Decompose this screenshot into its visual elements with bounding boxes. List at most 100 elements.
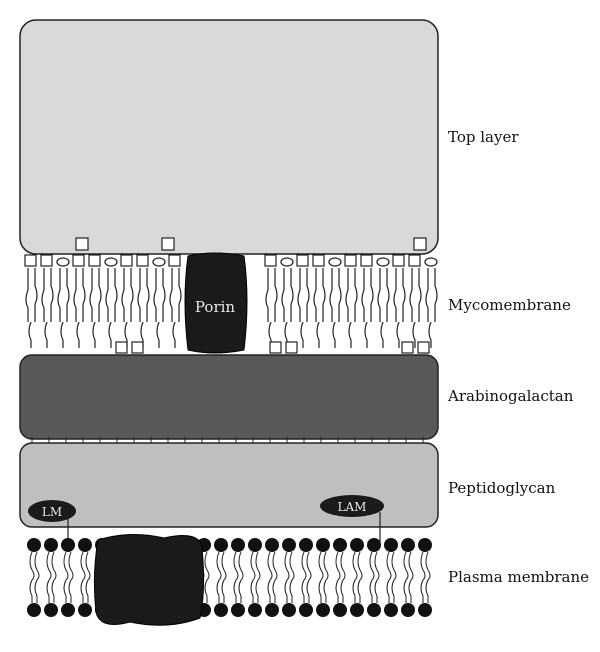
phospholipid-tail bbox=[391, 579, 395, 603]
mycolic-acid-tail bbox=[313, 268, 317, 322]
mycolic-acid-tail bbox=[290, 268, 294, 322]
lipid-head-square bbox=[264, 254, 277, 267]
phospholipid-tail bbox=[318, 551, 324, 581]
glycolipid-head bbox=[376, 257, 390, 267]
phospholipid-head bbox=[214, 603, 228, 617]
phospholipid-tail bbox=[318, 579, 322, 603]
phospholipid-tail bbox=[408, 579, 412, 603]
phospholipid-tail bbox=[272, 579, 276, 603]
phospholipid-tail bbox=[80, 551, 86, 581]
lipid-tail bbox=[44, 321, 48, 348]
phospholipid-head bbox=[44, 603, 58, 617]
lipid-head-square bbox=[24, 254, 37, 267]
lipid-head-square bbox=[401, 341, 414, 354]
phospholipid-tail bbox=[374, 579, 378, 603]
phospholipid-tail bbox=[233, 579, 237, 603]
mycolic-acid-tail bbox=[377, 268, 381, 322]
phospholipid-tail bbox=[352, 551, 358, 581]
phospholipid-tail bbox=[357, 551, 363, 581]
phospholipid-head bbox=[350, 538, 364, 552]
phospholipid-tail bbox=[255, 579, 259, 603]
phospholipid-tail bbox=[221, 551, 227, 581]
phospholipid-head bbox=[61, 603, 75, 617]
phospholipid-tail bbox=[386, 551, 392, 581]
lipid-tail bbox=[348, 321, 352, 348]
label-top-layer: Top layer bbox=[448, 128, 519, 146]
phospholipid-head bbox=[78, 603, 92, 617]
lipid-head-square bbox=[296, 254, 309, 267]
mycolic-acid-tail bbox=[34, 268, 38, 322]
mycolic-acid-tail bbox=[338, 268, 342, 322]
mycolic-acid-tail bbox=[418, 268, 422, 322]
mycolic-acid-tail bbox=[137, 268, 141, 322]
lipid-tail bbox=[124, 321, 128, 348]
phospholipid-tail bbox=[29, 579, 33, 603]
porin-protein bbox=[184, 252, 248, 354]
mycolic-acid-tail bbox=[25, 268, 29, 322]
mycolic-acid-tail bbox=[82, 268, 86, 322]
lipid-tail bbox=[428, 321, 432, 348]
phospholipid-tail bbox=[85, 579, 89, 603]
glycolipid-head bbox=[424, 257, 438, 267]
mycolic-acid-tail bbox=[361, 268, 365, 322]
phospholipid-head bbox=[61, 538, 75, 552]
mycomembrane-lipids bbox=[24, 237, 438, 354]
lipid-head-square bbox=[136, 254, 149, 267]
phospholipid-tail bbox=[369, 551, 375, 581]
phospholipid-tail bbox=[51, 551, 57, 581]
phospholipid-tail bbox=[340, 579, 344, 603]
phospholipid-tail bbox=[216, 579, 220, 603]
lipid-head-square bbox=[285, 341, 298, 354]
phospholipid-tail bbox=[284, 579, 288, 603]
peptidoglycan-block bbox=[19, 442, 439, 528]
phospholipid-head bbox=[248, 538, 262, 552]
phospholipid-head bbox=[27, 603, 41, 617]
lipid-tail bbox=[60, 321, 64, 348]
phospholipid-tail bbox=[340, 551, 346, 581]
lipid-head-square bbox=[88, 254, 101, 267]
glycolipid-head bbox=[152, 257, 166, 267]
phospholipid-tail bbox=[204, 579, 208, 603]
phospholipid-head bbox=[265, 603, 279, 617]
glycolipid-head bbox=[56, 257, 70, 267]
phospholipid-tail bbox=[374, 551, 380, 581]
phospholipid-tail bbox=[68, 551, 74, 581]
phospholipid-tail bbox=[29, 551, 35, 581]
mycolic-acid-tail bbox=[409, 268, 413, 322]
mycolic-acid-tail bbox=[297, 268, 301, 322]
phospholipid-head bbox=[401, 538, 415, 552]
phospholipid-tail bbox=[408, 551, 414, 581]
phospholipid-tail bbox=[204, 551, 210, 581]
label-arabinogalactan: Arabinogalactan bbox=[448, 387, 574, 405]
phospholipid-tail bbox=[63, 551, 69, 581]
phospholipid-tail bbox=[420, 551, 426, 581]
lipid-tail bbox=[412, 321, 416, 348]
lipid-tail bbox=[92, 321, 96, 348]
mycolic-acid-tail bbox=[393, 268, 397, 322]
phospholipid-tail bbox=[335, 551, 341, 581]
label-mycomembrane: Mycomembrane bbox=[448, 296, 571, 314]
lipid-tail bbox=[284, 321, 288, 348]
lipid-head-square bbox=[408, 254, 421, 267]
phospholipid-tail bbox=[301, 579, 305, 603]
phospholipid-tail bbox=[289, 551, 295, 581]
mycolic-acid-tail bbox=[98, 268, 102, 322]
phospholipid-tail bbox=[289, 579, 293, 603]
phospholipid-tail bbox=[267, 579, 271, 603]
lipid-tail bbox=[172, 321, 176, 348]
lipid-tail bbox=[364, 321, 368, 348]
phospholipid-tail bbox=[352, 579, 356, 603]
mycolic-acid-tail bbox=[105, 268, 109, 322]
phospholipid-head bbox=[384, 538, 398, 552]
lipid-tail bbox=[156, 321, 160, 348]
lam-label: LAM bbox=[338, 500, 367, 514]
phospholipid-head bbox=[333, 603, 347, 617]
lipid-tail bbox=[28, 321, 32, 348]
mycolic-acid-tail bbox=[73, 268, 77, 322]
phospholipid-tail bbox=[267, 551, 273, 581]
phospholipid-head bbox=[401, 603, 415, 617]
phospholipid-tail bbox=[34, 579, 38, 603]
mycolic-acid-tail bbox=[89, 268, 93, 322]
